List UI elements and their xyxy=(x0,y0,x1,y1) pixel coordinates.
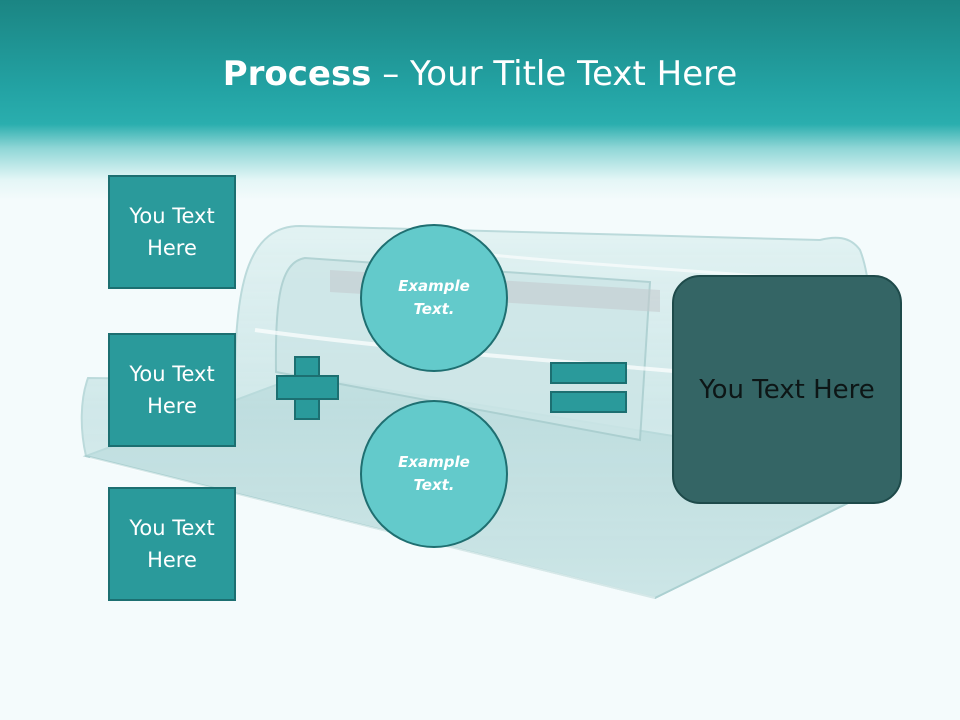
example-circle-2: Example Text. xyxy=(360,400,508,548)
plus-icon-center xyxy=(296,377,318,398)
text-box-1: You Text Here xyxy=(108,175,236,289)
equals-icon-top-bar xyxy=(550,362,627,384)
result-box: You Text Here xyxy=(672,275,902,504)
text-box-3: You Text Here xyxy=(108,487,236,601)
example-circle-1: Example Text. xyxy=(360,224,508,372)
title-rest: – Your Title Text Here xyxy=(371,54,738,94)
equals-icon-bottom-bar xyxy=(550,391,627,413)
title-banner xyxy=(0,0,960,200)
text-box-2: You Text Here xyxy=(108,333,236,447)
title-bold: Process xyxy=(222,54,372,94)
slide-title: Process – Your Title Text Here xyxy=(0,52,960,96)
